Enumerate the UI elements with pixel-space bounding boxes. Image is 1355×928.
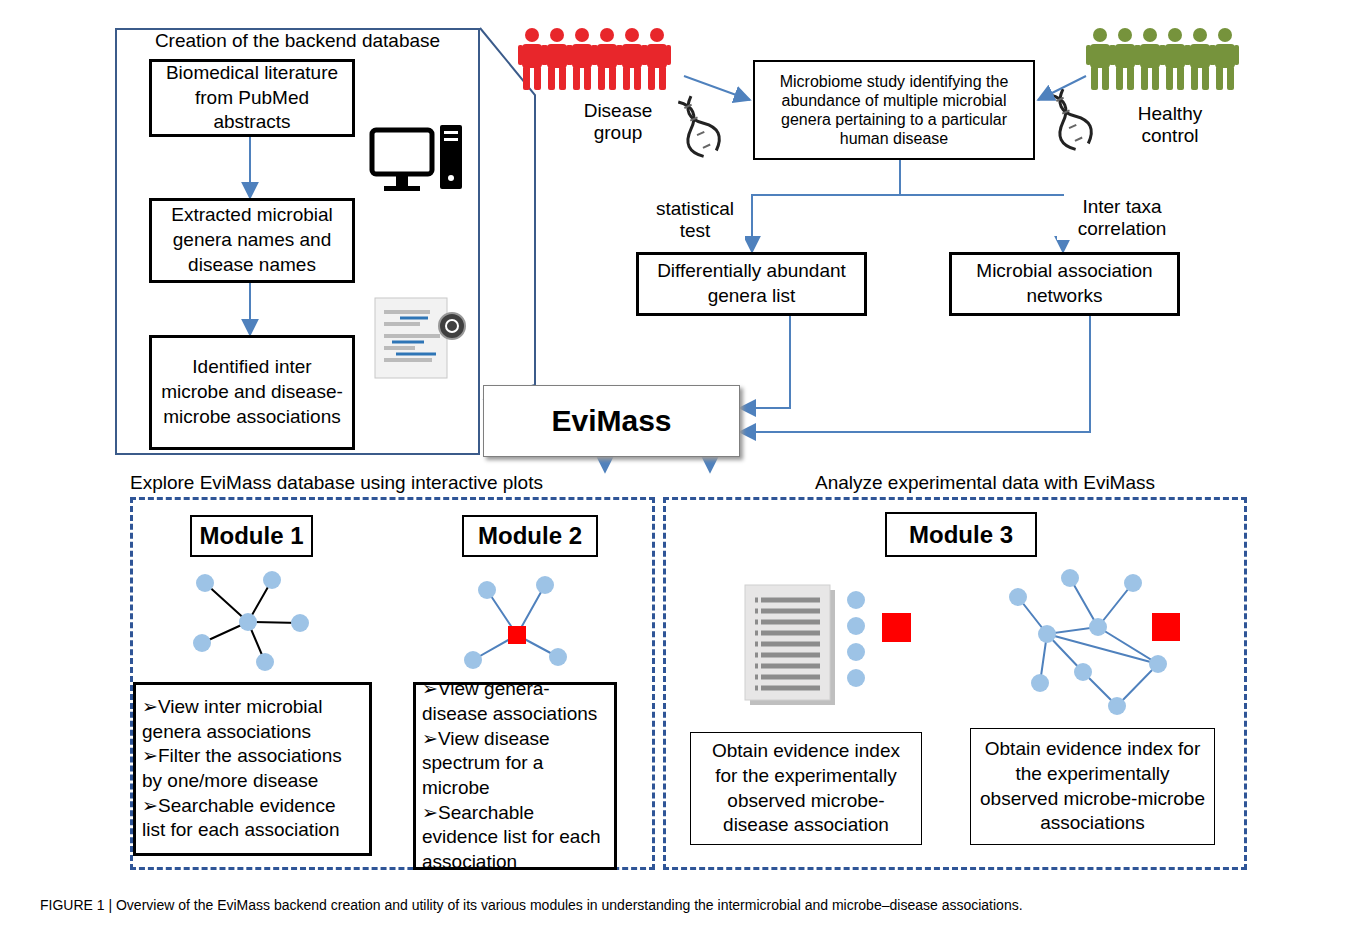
group-label: Healthy control [1110, 103, 1230, 147]
text-mining-icon [375, 298, 465, 378]
box-text: Module 3 [909, 521, 1013, 549]
edge-label: Inter taxa correlation [1057, 196, 1187, 240]
disease-group-people [518, 28, 671, 90]
figure-caption: FIGURE 1 | Overview of the EviMass backe… [40, 897, 1330, 913]
computer-icon [372, 125, 462, 191]
dna-icon [1042, 85, 1096, 153]
process-box: Identified inter microbe and disease-mic… [149, 335, 355, 450]
box-text: ➢View disease spectrum for a microbe [422, 727, 608, 801]
process-box: Microbial association networks [949, 252, 1180, 316]
process-box: Biomedical literature from PubMed abstra… [149, 59, 355, 137]
panel-group: Creation of the backend databaseBiomedic… [115, 28, 480, 455]
sample-arrow [1038, 76, 1086, 100]
output-box: Obtain evidence index for the experiment… [970, 728, 1215, 845]
output-box: Obtain evidence index for the experiment… [690, 732, 922, 845]
dashed-panel: Explore EviMass database using interacti… [130, 472, 655, 870]
flow-arrow [900, 160, 1063, 252]
box-text: ➢View genera-disease associations [422, 677, 608, 726]
microbe-network-icon [193, 571, 309, 671]
edge-label: statistical test [645, 198, 745, 242]
box-text: ➢Searchable evidence list for each assoc… [142, 794, 363, 843]
module-title-box: Module 3 [885, 512, 1037, 557]
box-text: Module 1 [199, 522, 303, 550]
dashed-panel: Analyze experimental data with EviMassMo… [663, 472, 1247, 870]
flow-arrow [740, 316, 1090, 432]
box-text: Microbiome study identifying the abundan… [763, 72, 1025, 149]
box-text: Identified inter microbe and disease-mic… [160, 355, 344, 429]
process-box: Differentially abundant genera list [636, 252, 867, 316]
tool-box: EviMass [483, 385, 740, 457]
flow-arrow [249, 137, 251, 198]
association-network-icon [1009, 569, 1180, 715]
box-text: Differentially abundant genera list [647, 259, 856, 308]
study-box: Microbiome study identifying the abundan… [753, 60, 1035, 160]
feature-list-box: ➢View genera-disease associations➢View d… [413, 682, 617, 870]
flow-arrow [604, 457, 606, 472]
panel-heading: Explore EviMass database using interacti… [130, 472, 655, 494]
box-text: Module 2 [478, 522, 582, 550]
box-text: Extracted microbial genera names and dis… [160, 203, 344, 277]
sample-arrow [684, 76, 750, 100]
module-title-box: Module 2 [462, 515, 598, 557]
box-text: ➢Filter the associations by one/more dis… [142, 744, 363, 793]
group-label: Disease group [563, 100, 673, 144]
flow-arrow [740, 316, 790, 408]
module-title-box: Module 1 [190, 515, 313, 557]
healthy-control-people [1086, 28, 1239, 90]
flow-arrow [249, 283, 251, 335]
feature-list-box: ➢View inter microbial genera association… [133, 682, 372, 856]
box-text: ➢View inter microbial genera association… [142, 695, 363, 744]
genera-list-icon [745, 585, 911, 705]
box-text: Microbial association networks [960, 259, 1169, 308]
flow-arrow [709, 457, 711, 472]
box-text: Obtain evidence index for the experiment… [699, 739, 913, 838]
disease-microbe-icon [464, 576, 567, 669]
box-text: EviMass [551, 404, 671, 438]
box-text: ➢Searchable evidence list for each assoc… [422, 801, 608, 875]
flow-arrow [752, 160, 900, 252]
panel-heading: Creation of the backend database [117, 30, 478, 52]
box-text: Obtain evidence index for the experiment… [979, 737, 1206, 836]
dna-icon [670, 92, 724, 160]
panel-heading: Analyze experimental data with EviMass [723, 472, 1247, 494]
box-text: Biomedical literature from PubMed abstra… [160, 61, 344, 135]
process-box: Extracted microbial genera names and dis… [149, 198, 355, 283]
